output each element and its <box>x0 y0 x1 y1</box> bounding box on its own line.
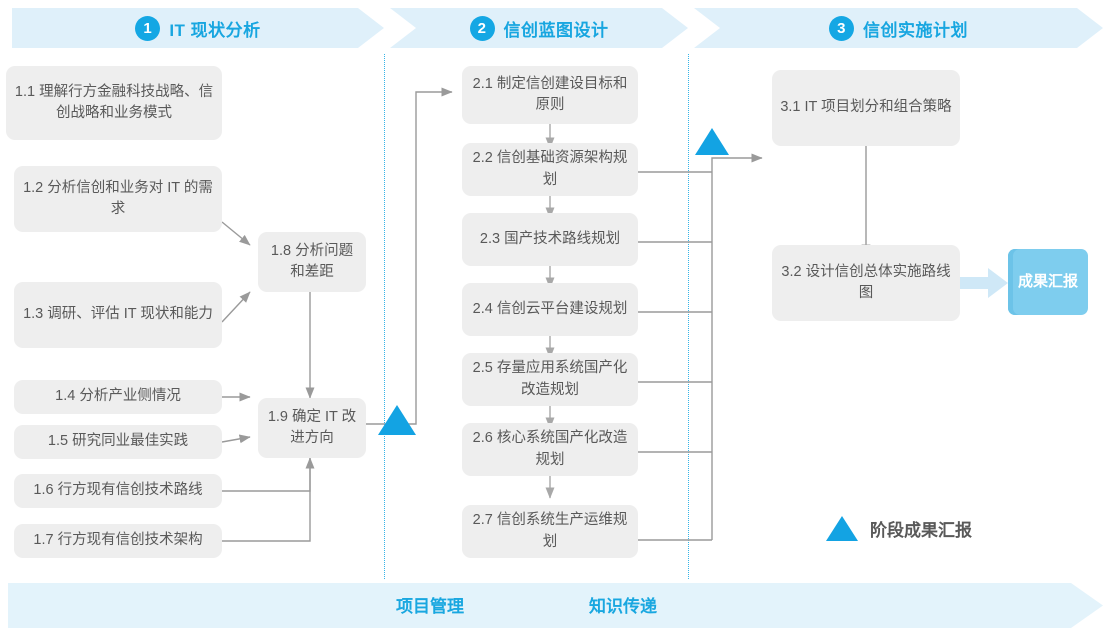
bottom-band <box>8 583 1103 628</box>
result-report-label: 成果汇报 <box>1017 273 1078 291</box>
phase-header-band: 1 IT 现状分析 2 信创蓝图设计 3 信创实施计划 <box>0 8 1115 48</box>
bottom-label-project-management: 项目管理 <box>396 597 464 616</box>
phase-segment-3[interactable]: 3 信创实施计划 <box>694 8 1103 48</box>
task-label-1-9: 1.9 确定 IT 改进方向 <box>267 408 357 446</box>
task-label-2-2: 2.2 信创基础资源架构规划 <box>472 150 628 188</box>
task-box-2-4[interactable]: 2.4 信创云平台建设规划 <box>462 283 638 336</box>
phase-number-3: 3 <box>829 16 854 41</box>
task-label-2-3: 2.3 国产技术路线规划 <box>479 230 621 247</box>
task-box-2-7[interactable]: 2.7 信创系统生产运维规划 <box>462 505 638 558</box>
task-label-1-1: 1.1 理解行方金融科技战略、信创战略和业务模式 <box>14 83 214 121</box>
task-label-1-8: 1.8 分析问题和差距 <box>270 242 354 280</box>
task-box-3-1[interactable]: 3.1 IT 项目划分和组合策略 <box>772 70 960 146</box>
task-box-2-3[interactable]: 2.3 国产技术路线规划 <box>462 213 638 266</box>
task-box-1-1[interactable]: 1.1 理解行方金融科技战略、信创战略和业务模式 <box>6 66 222 140</box>
phase-segment-2[interactable]: 2 信创蓝图设计 <box>390 8 688 48</box>
legend-triangle-icon <box>826 516 858 541</box>
task-box-2-2[interactable]: 2.2 信创基础资源架构规划 <box>462 143 638 196</box>
task-box-2-6[interactable]: 2.6 核心系统国产化改造规划 <box>462 423 638 476</box>
phase-segment-1[interactable]: 1 IT 现状分析 <box>12 8 384 48</box>
task-label-3-2: 3.2 设计信创总体实施路线图 <box>781 263 951 301</box>
task-box-1-7[interactable]: 1.7 行方现有信创技术架构 <box>14 524 222 558</box>
task-label-1-6: 1.6 行方现有信创技术路线 <box>33 482 203 499</box>
phase-label-3: 信创实施计划 <box>863 20 968 40</box>
milestone-triangle-phase2 <box>695 128 729 155</box>
task-box-2-1[interactable]: 2.1 制定信创建设目标和原则 <box>462 66 638 124</box>
task-box-1-3[interactable]: 1.3 调研、评估 IT 现状和能力 <box>14 282 222 348</box>
phase-number-1: 1 <box>135 16 160 41</box>
task-label-1-7: 1.7 行方现有信创技术架构 <box>33 532 203 549</box>
milestone-triangle-phase1 <box>378 405 416 435</box>
task-label-3-1: 3.1 IT 项目划分和组合策略 <box>780 99 952 116</box>
task-label-2-6: 2.6 核心系统国产化改造规划 <box>472 430 628 468</box>
task-label-1-4: 1.4 分析产业侧情况 <box>55 388 181 405</box>
task-label-2-1: 2.1 制定信创建设目标和原则 <box>472 75 628 113</box>
result-arrow-icon <box>958 268 1008 298</box>
legend-label: 阶段成果汇报 <box>870 521 972 540</box>
phase-label-1: IT 现状分析 <box>169 20 261 40</box>
task-box-1-5[interactable]: 1.5 研究同业最佳实践 <box>14 425 222 459</box>
task-box-1-2[interactable]: 1.2 分析信创和业务对 IT 的需求 <box>14 166 222 232</box>
task-label-2-4: 2.4 信创云平台建设规划 <box>472 300 628 317</box>
task-box-1-6[interactable]: 1.6 行方现有信创技术路线 <box>14 474 222 508</box>
task-label-1-5: 1.5 研究同业最佳实践 <box>47 433 189 450</box>
task-label-1-3: 1.3 调研、评估 IT 现状和能力 <box>23 306 213 323</box>
task-label-1-2: 1.2 分析信创和业务对 IT 的需求 <box>23 179 213 217</box>
bottom-label-knowledge-transfer: 知识传递 <box>589 597 657 616</box>
phase-label-2: 信创蓝图设计 <box>503 20 609 40</box>
lane-divider-1 <box>384 54 385 579</box>
task-box-3-2[interactable]: 3.2 设计信创总体实施路线图 <box>772 245 960 321</box>
phase-number-2: 2 <box>470 16 495 41</box>
lane-divider-2 <box>688 54 689 579</box>
task-box-1-4[interactable]: 1.4 分析产业侧情况 <box>14 380 222 414</box>
task-box-1-9[interactable]: 1.9 确定 IT 改进方向 <box>258 398 366 458</box>
task-label-2-5: 2.5 存量应用系统国产化改造规划 <box>472 360 628 398</box>
task-box-1-8[interactable]: 1.8 分析问题和差距 <box>258 232 366 292</box>
task-box-2-5[interactable]: 2.5 存量应用系统国产化改造规划 <box>462 353 638 406</box>
result-report-box[interactable]: 成果汇报 <box>1008 249 1088 315</box>
legend: 阶段成果汇报 <box>826 516 972 541</box>
task-label-2-7: 2.7 信创系统生产运维规划 <box>472 512 628 550</box>
